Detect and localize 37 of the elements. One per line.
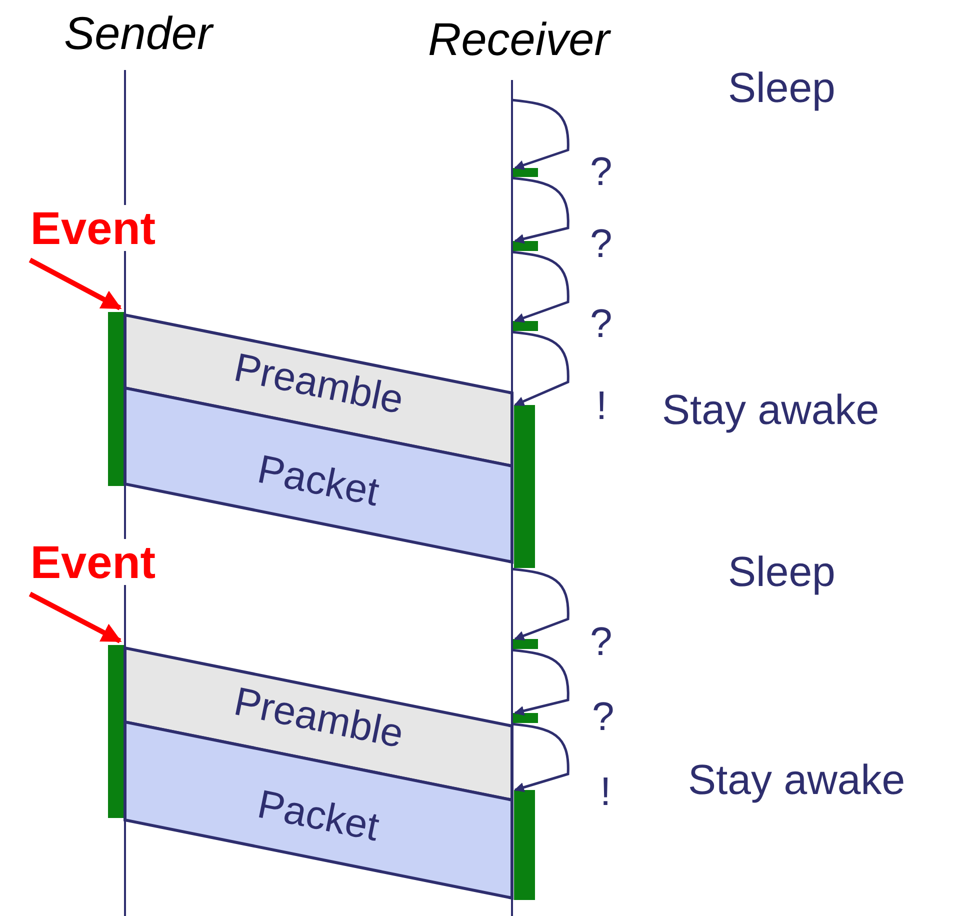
state-label: Stay awake [688,756,906,804]
wakeup-arrow [512,568,570,640]
lifeline-title: Sender [64,6,212,60]
activity-bar [108,312,124,486]
activity-bar [514,405,535,568]
band-label: Preamble [230,679,407,757]
band-label: Packet [254,446,383,516]
state-label: Stay awake [662,386,880,434]
activity-bar [513,168,538,177]
wakeup-arrow [512,98,570,170]
activity-bar [513,713,538,723]
state-label: ? [590,620,612,665]
state-label: Sleep [728,548,836,596]
lifeline-title: Receiver [428,12,610,66]
state-label: ! [600,770,612,815]
event-label: Event [30,205,156,251]
band-label: Preamble [230,346,407,424]
state-label: ? [590,302,612,347]
wakeup-arrow [512,330,570,406]
activity-bar [514,790,535,900]
event-arrow [28,258,122,310]
band-label: Packet [254,782,383,850]
activity-bar [513,639,538,649]
wakeup-arrow [512,722,570,792]
state-label: ? [590,222,612,267]
event-arrow [28,592,122,644]
state-label: ? [592,695,614,740]
state-label: Sleep [728,64,836,112]
wakeup-arrow [512,250,570,323]
wakeup-arrow [512,176,570,244]
activity-bar [108,645,124,818]
state-label: ! [596,384,608,429]
activity-bar [513,321,538,331]
state-label: ? [590,150,612,195]
activity-bar [513,241,538,251]
wakeup-arrow [512,648,570,716]
event-label: Event [30,539,156,585]
